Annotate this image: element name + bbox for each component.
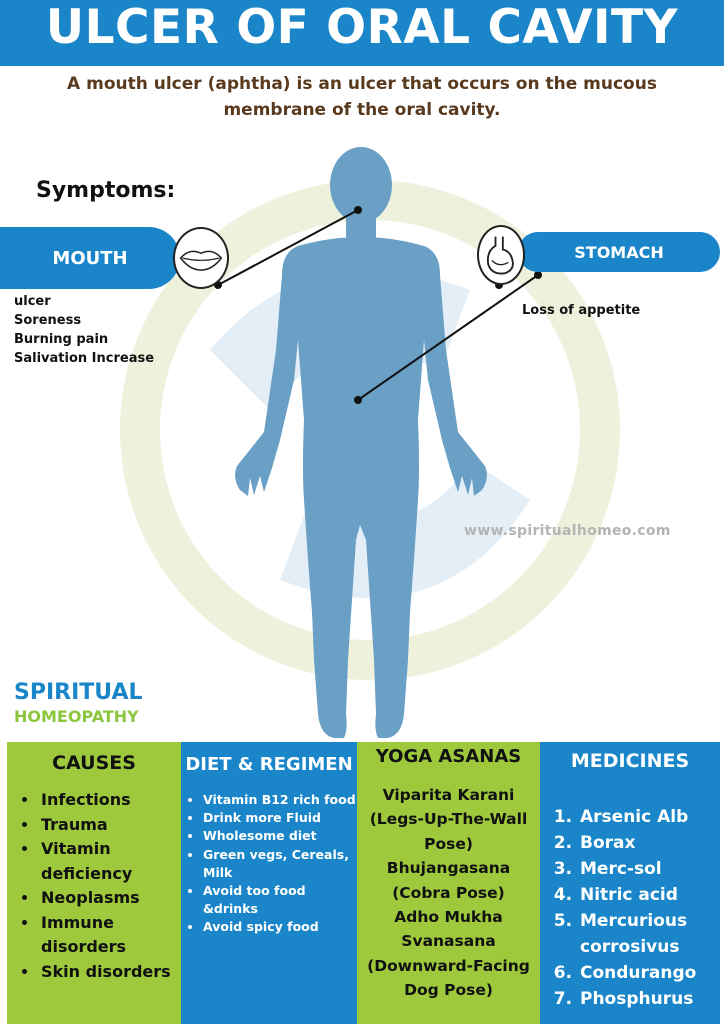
- causes-title: CAUSES: [52, 752, 136, 774]
- list-item: Green vegs, Cereals, Milk: [203, 846, 357, 882]
- lips-icon: [173, 227, 229, 289]
- list-item: Merc-sol: [578, 856, 720, 882]
- diet-title: DIET & REGIMEN: [185, 754, 353, 775]
- list-item: Neoplasms: [39, 886, 181, 911]
- mouth-label: MOUTH: [52, 247, 128, 269]
- yoga-title: YOGA ASANAS: [375, 746, 522, 767]
- list-item: Bhujangasana (Cobra Pose): [386, 859, 511, 902]
- list-item: Salivation Increase: [14, 351, 155, 366]
- stomach-organ-icon: [477, 225, 525, 285]
- list-item: Soreness: [14, 313, 82, 328]
- list-item: Wholesome diet: [203, 827, 357, 845]
- list-item: Phosphurus: [578, 986, 720, 1012]
- intro-text: A mouth ulcer (aphtha) is an ulcer that …: [67, 74, 657, 120]
- stomach-label-pill: STOMACH: [518, 232, 720, 272]
- mouth-label-pill: MOUTH: [0, 227, 180, 289]
- brand-name-line2: HOMEOPATHY: [14, 707, 139, 726]
- header-banner: ULCER OF ORAL CAVITY: [0, 0, 724, 66]
- list-item: Condurango: [578, 960, 720, 986]
- brand-name-line1: SPIRITUAL: [14, 680, 143, 705]
- yoga-panel: YOGA ASANAS Viparita Karani (Legs-Up-The…: [357, 742, 540, 1024]
- list-item: Skin disorders: [39, 960, 181, 985]
- mouth-symptom-list: ulcer Soreness Burning pain Salivation I…: [14, 292, 154, 368]
- causes-panel: CAUSES Infections Trauma Vitamin deficie…: [7, 742, 181, 1024]
- medicines-title: MEDICINES: [570, 750, 690, 772]
- list-item: Vitamin B12 rich food: [203, 791, 357, 809]
- page-title: ULCER OF ORAL CAVITY: [45, 0, 679, 55]
- list-item: Vitamin deficiency: [39, 837, 181, 886]
- symptoms-title: Symptoms:: [36, 178, 176, 203]
- diet-panel: DIET & REGIMEN Vitamin B12 rich food Dri…: [181, 742, 357, 1024]
- list-item: Trauma: [39, 813, 181, 838]
- list-item: Mercurious corrosivus: [578, 908, 720, 960]
- list-item: ulcer: [14, 294, 51, 309]
- list-item: Borax: [578, 830, 720, 856]
- list-item: Burning pain: [14, 332, 109, 347]
- list-item: Viparita Karani (Legs-Up-The-Wall Pose): [369, 786, 528, 853]
- medicines-panel: MEDICINES Arsenic Alb Borax Merc-sol Nit…: [540, 742, 720, 1024]
- list-item: Adho Mukha Svanasana (Downward-Facing Do…: [367, 908, 530, 1000]
- list-item: Immune disorders: [39, 911, 181, 960]
- list-item: Avoid spicy food: [203, 918, 357, 936]
- stomach-symptom: Loss of appetite: [522, 303, 641, 318]
- list-item: Drink more Fluid: [203, 809, 357, 827]
- stomach-label: STOMACH: [574, 242, 664, 262]
- website-url: www.spiritualhomeo.com: [464, 523, 671, 539]
- list-item: Nitric acid: [578, 882, 720, 908]
- list-item: Avoid too food &drinks: [203, 882, 357, 918]
- list-item: Infections: [39, 788, 181, 813]
- list-item: Arsenic Alb: [578, 804, 720, 830]
